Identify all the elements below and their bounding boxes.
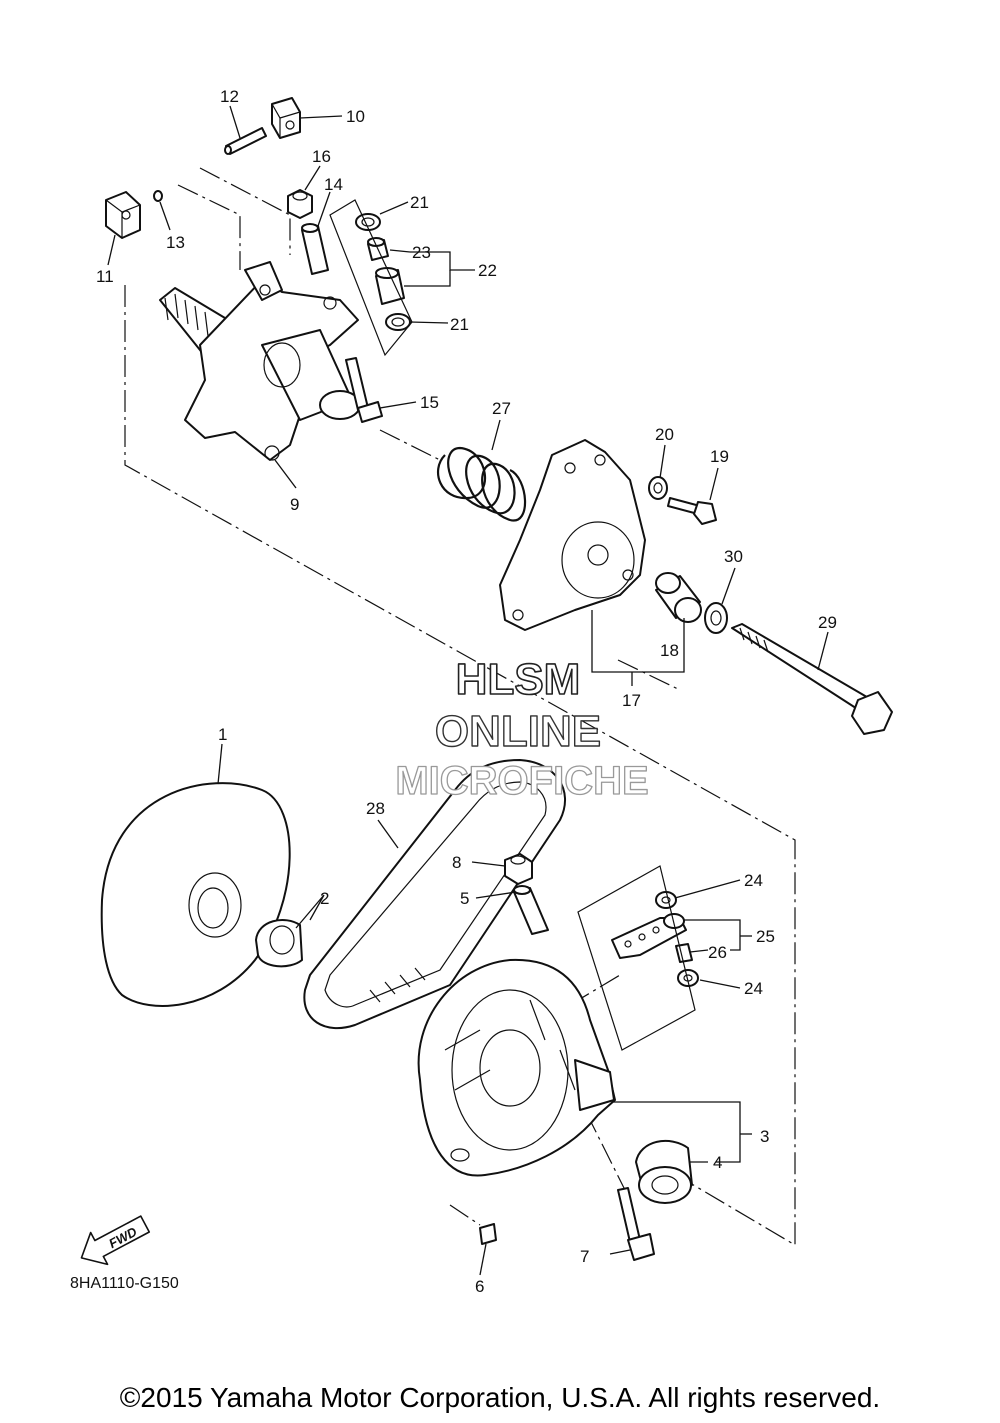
callout-13: 13 [166, 233, 185, 252]
callout-3: 3 [760, 1127, 769, 1146]
callout-15: 15 [420, 393, 439, 412]
callout-6: 6 [475, 1277, 484, 1296]
part-11-roller-weight [105, 191, 141, 239]
part-22-bushing-assy [375, 267, 405, 305]
part-24-washer-top [655, 891, 677, 909]
part-6-pin [479, 1223, 497, 1245]
part-1-fixed-sheave [100, 782, 291, 1007]
part-19-bolt [667, 497, 717, 525]
callout-labels: 12 10 16 14 21 13 23 22 11 21 15 27 20 1… [96, 87, 837, 1296]
callout-29: 29 [818, 613, 837, 632]
callout-19: 19 [710, 447, 729, 466]
callout-17: 17 [622, 691, 641, 710]
part-21-washer-top [355, 213, 381, 231]
callout-9: 9 [290, 495, 299, 514]
callout-24a: 24 [744, 871, 763, 890]
part-3-movable-sheave [417, 958, 616, 1177]
part-8-nut [504, 853, 533, 885]
part-27-spring [436, 446, 527, 522]
part-25-arm [611, 913, 687, 959]
callout-22: 22 [478, 261, 497, 280]
callout-27: 27 [492, 399, 511, 418]
callout-23: 23 [412, 243, 431, 262]
part-15-bolt [345, 357, 383, 423]
callout-28: 28 [366, 799, 385, 818]
copyright-notice: ©2015 Yamaha Motor Corporation, U.S.A. A… [120, 1382, 880, 1413]
callout-21b: 21 [450, 315, 469, 334]
callout-12: 12 [220, 87, 239, 106]
callout-30: 30 [724, 547, 743, 566]
part-28-drive-belt [303, 759, 566, 1030]
group-bracket-24-26 [577, 865, 696, 1051]
part-18-collar [655, 572, 702, 623]
part-13-o-ring [153, 190, 163, 202]
part-26-collar [675, 943, 693, 963]
callout-1: 1 [218, 725, 227, 744]
part-2-bushing [255, 919, 303, 968]
part-7-bolt [617, 1187, 655, 1261]
leader-lines [107, 105, 829, 1276]
callout-20: 20 [655, 425, 674, 444]
bracket-17-18 [591, 610, 685, 673]
part-24-washer-bottom [677, 969, 699, 987]
callout-10: 10 [346, 107, 365, 126]
callout-16: 16 [312, 147, 331, 166]
callout-11: 11 [96, 267, 114, 286]
fwd-arrow-icon: FWD [80, 1215, 151, 1266]
callout-4: 4 [713, 1153, 722, 1172]
callout-5: 5 [460, 889, 469, 908]
part-5-collar [513, 885, 549, 935]
part-21-washer-bottom [385, 313, 411, 331]
part-20-washer [648, 476, 668, 500]
callout-18: 18 [660, 641, 679, 660]
callout-21a: 21 [410, 193, 429, 212]
part-12-pin [224, 127, 267, 155]
part-17-sheave-cover [499, 439, 646, 631]
watermark: HLSM ONLINE MICROFICHE [395, 654, 650, 803]
callout-7: 7 [580, 1247, 589, 1266]
part-29-long-bolt [731, 623, 893, 735]
part-30-washer [704, 602, 728, 634]
part-10-roller-weight [271, 97, 301, 139]
part-16-nut [287, 189, 313, 219]
watermark-line-3: MICROFICHE [395, 759, 648, 803]
part-9-spider [159, 261, 361, 461]
watermark-line-2: ONLINE [435, 707, 601, 756]
callout-26: 26 [708, 943, 727, 962]
watermark-line-1: HLSM [456, 655, 581, 704]
part-4-oil-seal [635, 1139, 693, 1204]
callout-8: 8 [452, 853, 461, 872]
callout-24b: 24 [744, 979, 763, 998]
callout-14: 14 [324, 175, 343, 194]
callout-2: 2 [320, 889, 329, 908]
part-14-collar [301, 223, 329, 275]
callout-25: 25 [756, 927, 775, 946]
diagram-code: 8HA1110-G150 [70, 1275, 179, 1292]
